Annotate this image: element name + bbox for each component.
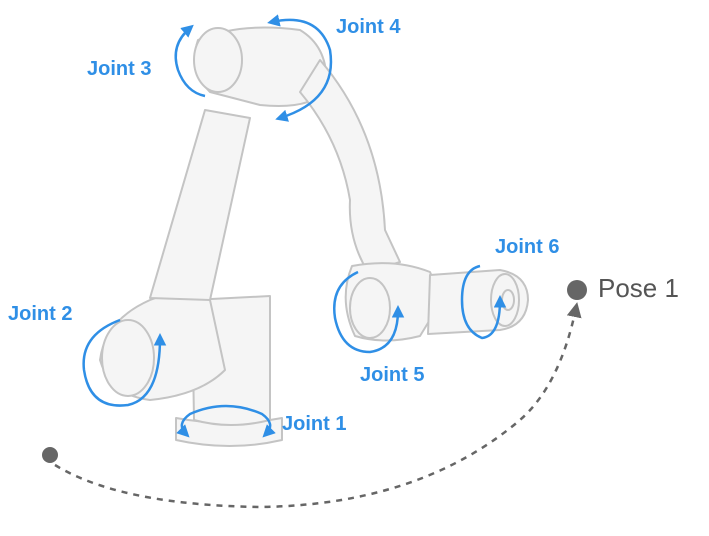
- joint-6-label: Joint 6: [495, 236, 560, 258]
- motion-path: [42, 280, 587, 509]
- pose-1-label: Pose 1: [598, 273, 679, 303]
- joint-arrows: [82, 14, 507, 438]
- robot-arm: [99, 26, 529, 447]
- joint-3-rotation-arrow: [174, 24, 206, 98]
- joint-3-label: Joint 3: [87, 58, 152, 80]
- wrist-cap: [349, 277, 391, 339]
- joint-1-label: Joint 1: [282, 413, 347, 435]
- elbow-cap: [193, 27, 243, 93]
- joint-4-label: Joint 4: [336, 16, 401, 38]
- joint-2-label: Joint 2: [8, 303, 73, 325]
- joint-4-rotation-arrow: [267, 14, 333, 122]
- upper-arm: [149, 109, 251, 301]
- joint-6-rotation-arrow: [460, 264, 507, 340]
- pose-1-point: [567, 280, 587, 300]
- forearm: [299, 59, 401, 273]
- start-point: [42, 447, 58, 463]
- joint-5-rotation-arrow: [333, 270, 405, 354]
- trajectory-dashed-arrow: [54, 302, 582, 509]
- joint-1-rotation-arrow: [176, 404, 276, 438]
- shoulder-cap: [101, 319, 155, 397]
- joint-5-label: Joint 5: [360, 364, 425, 386]
- joint-2-rotation-arrow: [82, 318, 167, 407]
